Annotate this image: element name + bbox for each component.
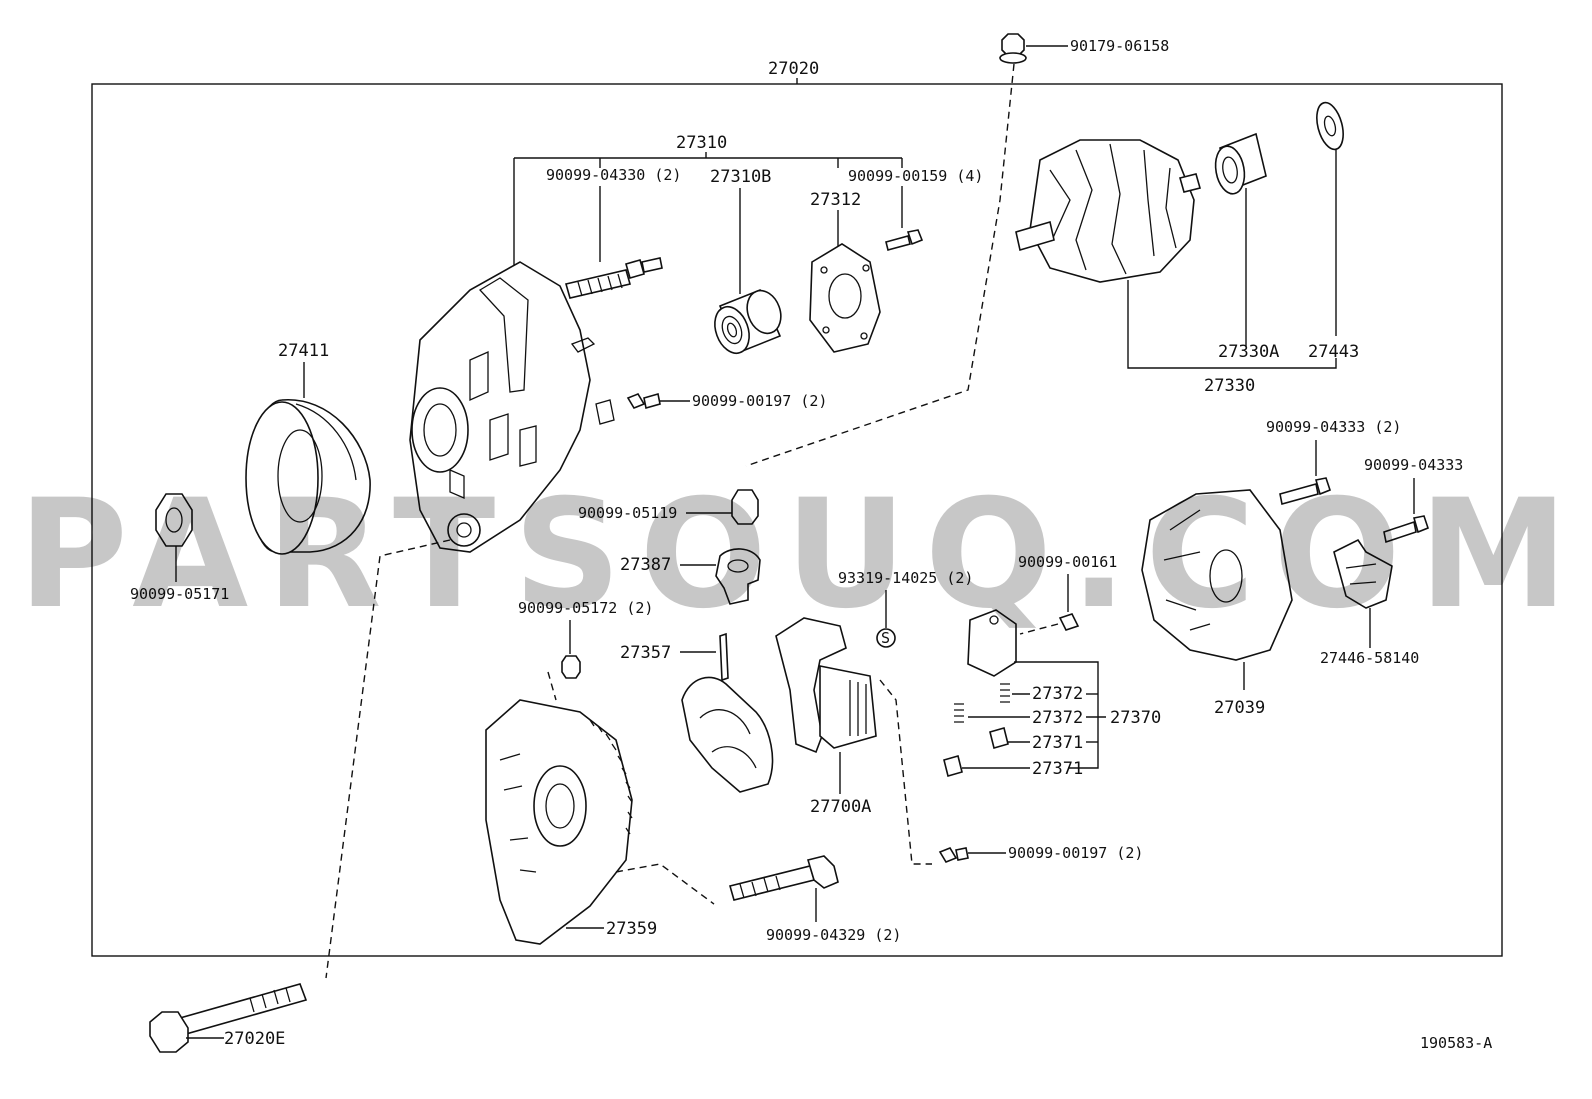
label-27700A[interactable]: 27700A [810,797,871,817]
rotor-27330[interactable] [1015,139,1201,283]
label-27387[interactable]: 27387 [620,555,671,575]
screw-90099-00161[interactable] [1058,613,1080,631]
label-90099-00197-upper[interactable]: 90099-00197 (2) [692,392,827,410]
label-90099-05172[interactable]: 90099-05172 (2) [518,599,653,617]
pulley-27411[interactable] [245,399,371,555]
label-90099-00197-lower[interactable]: 90099-00197 (2) [1008,844,1143,862]
label-90099-00161[interactable]: 90099-00161 [1018,553,1117,571]
screw-90099-00197-upper[interactable] [626,392,661,410]
rectifier-end-frame-27359[interactable] [485,699,633,945]
nut-90099-05119[interactable] [731,489,759,525]
label-27411[interactable]: 27411 [278,341,329,361]
watermark: PARTSOUQ.COM [18,468,1586,642]
label-27371-upper[interactable]: 27371 [1032,733,1083,753]
retainer-plate-27312[interactable] [809,243,881,353]
bearing-27310B[interactable] [709,286,787,358]
terminal-27387[interactable] [715,548,761,605]
label-90179-06158[interactable]: 90179-06158 [1070,37,1169,55]
nut-90099-05172[interactable] [561,655,581,679]
spring-27372-lower[interactable] [954,703,964,723]
label-27446-58140[interactable]: 27446-58140 [1320,649,1419,667]
spring-27372-upper[interactable] [1000,683,1010,703]
insulator-27446-58140[interactable] [1333,538,1393,609]
label-90099-04333[interactable]: 90099-04333 [1364,456,1463,474]
diagram-id: 190583-A [1420,1034,1492,1052]
label-27372-lower[interactable]: 27372 [1032,708,1083,728]
screw-90099-00159[interactable] [885,229,924,251]
label-27310[interactable]: 27310 [676,133,727,153]
label-27330[interactable]: 27330 [1204,376,1255,396]
label-27443[interactable]: 27443 [1308,342,1359,362]
label-27359[interactable]: 27359 [606,919,657,939]
brush-27371-lower[interactable] [943,755,963,777]
bearing-27330A[interactable] [1212,132,1267,196]
through-bolt-90099-04329[interactable] [729,855,839,901]
label-27312[interactable]: 27312 [810,190,861,210]
stud-bolt-90099-04330[interactable] [564,257,663,299]
screw-90099-00197-lower[interactable] [938,847,969,863]
label-27020E[interactable]: 27020E [224,1029,285,1049]
label-93319-14025[interactable]: 93319-14025 (2) [838,569,973,587]
washer-27443[interactable] [1312,100,1348,153]
label-27020[interactable]: 27020 [768,59,819,79]
brush-holder-27700A[interactable] [775,617,877,754]
drive-end-frame-27310[interactable] [409,261,615,553]
screw-90099-04333-upper[interactable] [1279,477,1331,506]
rectifier-27357[interactable] [681,632,774,793]
label-90099-04329[interactable]: 90099-04329 (2) [766,926,901,944]
label-27039[interactable]: 27039 [1214,698,1265,718]
long-bolt-27020E[interactable] [149,983,308,1053]
screw-90099-04333-lower[interactable] [1383,515,1429,544]
nut-90099-05171[interactable] [155,493,193,547]
rear-cover-27039[interactable] [1141,489,1293,661]
nut-90179-06158[interactable] [999,33,1027,64]
label-90099-05119[interactable]: 90099-05119 [578,504,677,522]
label-27372-upper[interactable]: 27372 [1032,684,1083,704]
s-marker-text: S [881,629,890,647]
label-90099-04330[interactable]: 90099-04330 (2) [546,166,681,184]
label-27310B[interactable]: 27310B [710,167,771,187]
label-90099-04333-2[interactable]: 90099-04333 (2) [1266,418,1401,436]
brush-27371-upper[interactable] [989,727,1009,749]
label-90099-00159[interactable]: 90099-00159 (4) [848,167,983,185]
label-27330A[interactable]: 27330A [1218,342,1279,362]
label-27357[interactable]: 27357 [620,643,671,663]
label-90099-05171[interactable]: 90099-05171 [130,585,229,603]
label-27371-lower[interactable]: 27371 [1032,759,1083,779]
label-27370[interactable]: 27370 [1110,708,1161,728]
s-marker[interactable] [876,628,896,648]
